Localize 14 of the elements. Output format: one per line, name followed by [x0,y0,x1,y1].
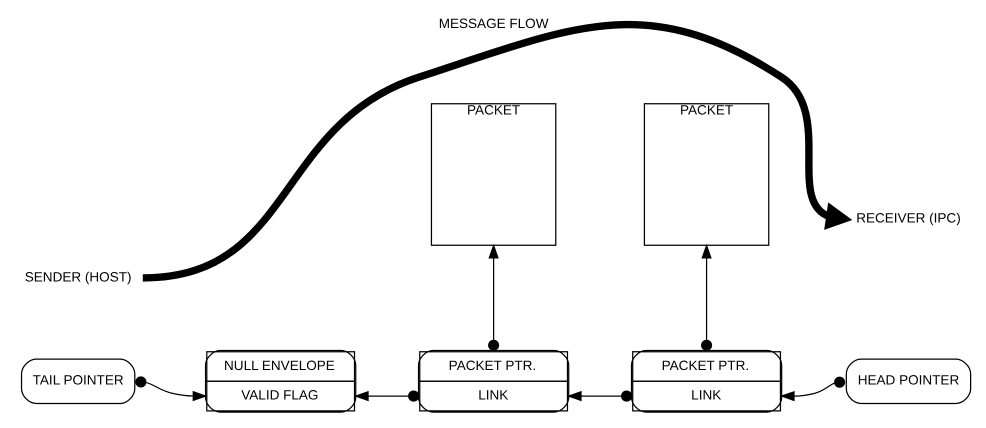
arrow [354,390,420,402]
arrow [142,20,852,282]
edge-label: MESSAGE FLOW [438,15,549,30]
arrow [488,243,500,350]
arrow [135,376,208,401]
arrow [701,243,712,350]
node-box: HEAD POINTER [846,358,972,404]
node-text: SENDER (HOST) [24,268,132,284]
arrow [780,376,846,401]
node-box: PACKET [430,102,556,246]
node-text: RECEIVER (IPC) [856,210,961,225]
node-box: TAIL POINTER [20,358,136,404]
node-box: PACKET [644,102,770,246]
arrow [566,390,632,402]
